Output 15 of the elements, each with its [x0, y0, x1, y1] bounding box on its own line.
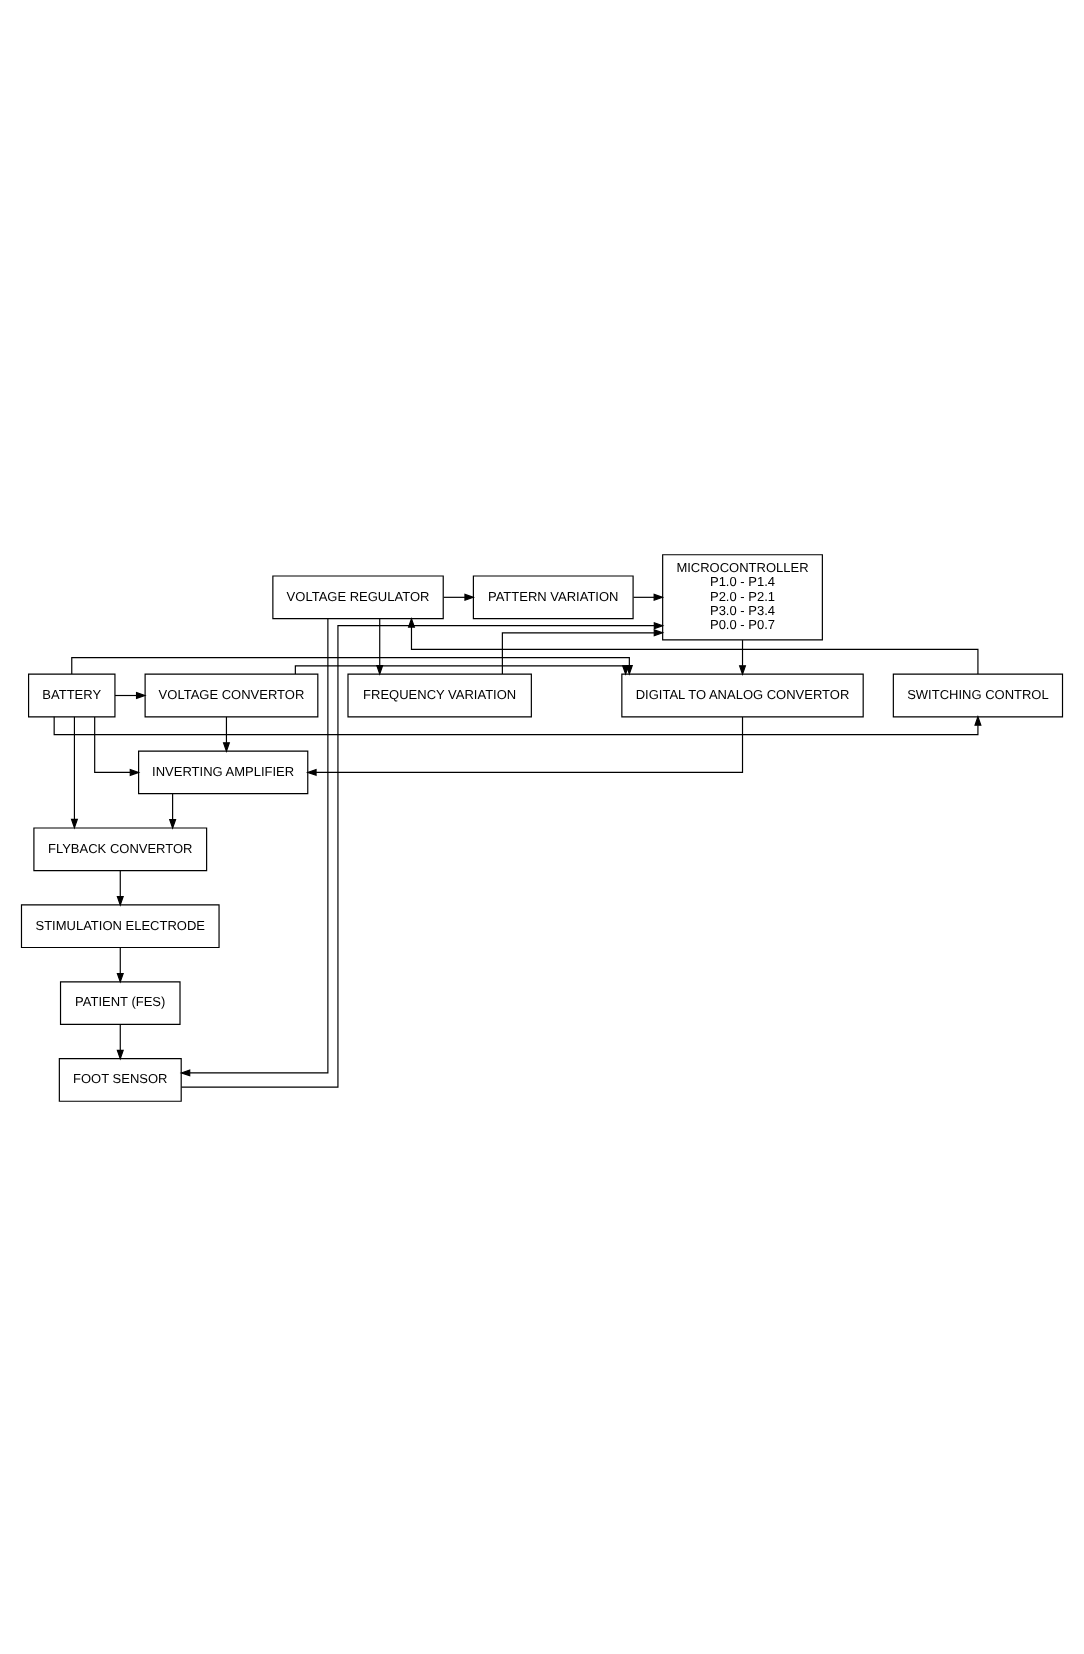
arrow: [53, 714, 982, 735]
arrow: [222, 715, 231, 752]
arrow: [180, 620, 665, 1087]
arrow: [738, 638, 747, 675]
arrow: [116, 946, 124, 983]
arrow: [306, 715, 744, 776]
arrow: [114, 690, 147, 699]
arrow: [443, 592, 476, 601]
arrow: [116, 1022, 124, 1060]
arrow: [116, 869, 124, 906]
arrow: [179, 617, 329, 1076]
arrow: [70, 715, 79, 829]
arrow: [94, 715, 141, 776]
arrow: [168, 792, 177, 829]
arrow: [632, 592, 665, 601]
